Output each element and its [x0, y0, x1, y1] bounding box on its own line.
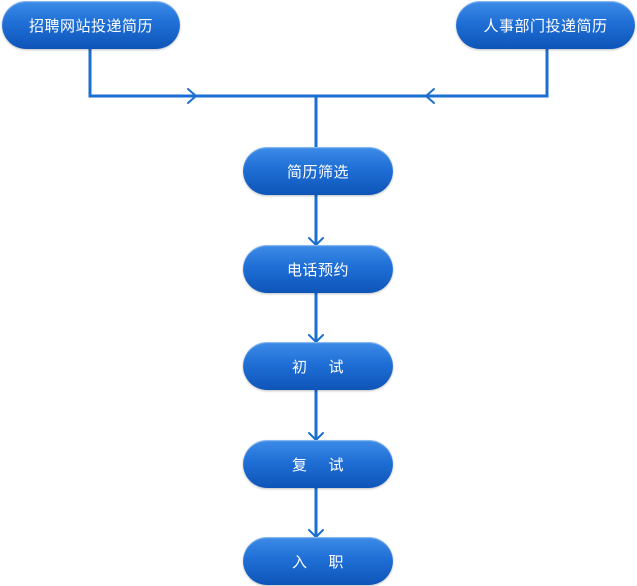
- node-label: 复 试: [291, 455, 345, 474]
- node-label: 初 试: [291, 357, 345, 376]
- arrow-right-icon: [187, 88, 197, 104]
- arrow-down-icon: [308, 334, 324, 343]
- connector-right-source: [316, 48, 549, 98]
- arrow-down-icon: [308, 529, 324, 538]
- node-phone-appointment: 电话预约: [243, 245, 393, 293]
- node-second-interview: 复 试: [243, 440, 393, 488]
- node-recruitment-site: 招聘网站投递简历: [2, 1, 180, 49]
- node-label: 招聘网站投递简历: [28, 16, 153, 35]
- node-label: 人事部门投递简历: [483, 16, 608, 35]
- node-label: 简历筛选: [286, 162, 349, 181]
- arrow-down-icon: [308, 237, 324, 246]
- connector-left-source: [88, 48, 316, 98]
- node-first-interview: 初 试: [243, 342, 393, 390]
- arrow-left-icon: [425, 88, 435, 104]
- node-label: 电话预约: [286, 260, 349, 279]
- node-onboarding: 入 职: [243, 537, 393, 585]
- node-resume-screening: 简历筛选: [243, 147, 393, 195]
- node-label: 入 职: [291, 552, 345, 571]
- arrow-down-icon: [308, 432, 324, 441]
- node-hr-department: 人事部门投递简历: [456, 1, 635, 49]
